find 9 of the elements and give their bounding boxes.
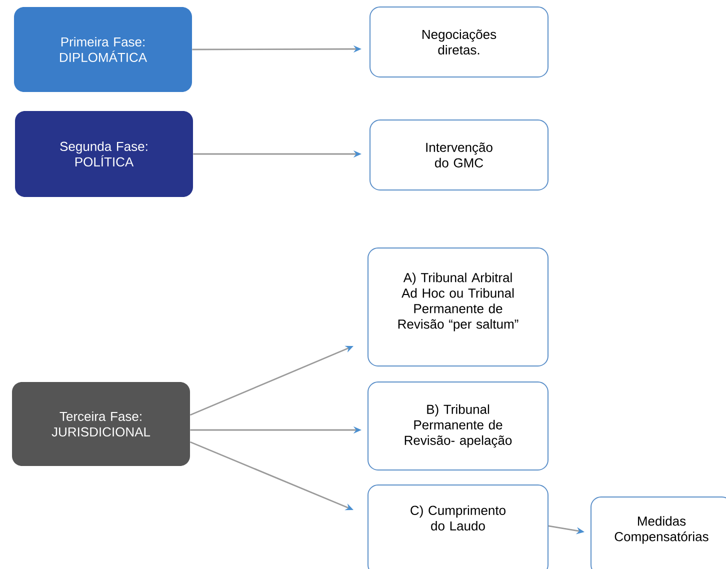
process-box: Negociações diretas. bbox=[370, 6, 548, 78]
phase-box: Primeira Fase: DIPLOMÁTICA bbox=[14, 7, 192, 92]
phase-box: Terceira Fase: JURISDICIONAL bbox=[12, 382, 190, 466]
process-box: A) Tribunal Arbitral Ad Hoc ou Tribunal Permanente de Revisão “per saltum” bbox=[368, 248, 548, 366]
process-box: C) Cumprimento do Laudo bbox=[368, 484, 548, 569]
process-box: Intervenção do GMC bbox=[370, 120, 548, 190]
phase-box: Segunda Fase: POLÍTICA bbox=[15, 111, 193, 197]
process-box: Medidas Compensatórias bbox=[590, 496, 726, 569]
process-box: B) Tribunal Permanente de Revisão- apelação bbox=[368, 382, 548, 470]
